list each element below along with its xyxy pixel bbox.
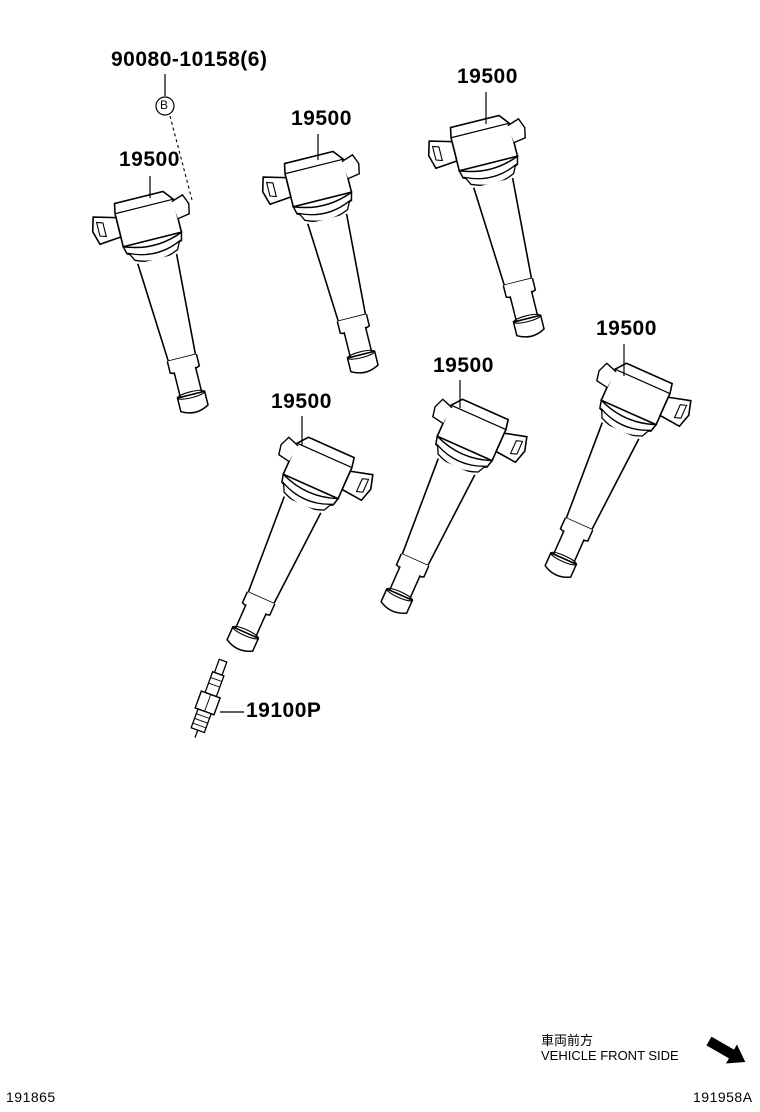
leader-lines bbox=[149, 74, 625, 713]
coil-part-number-6: 19500 bbox=[596, 317, 657, 340]
direction-label-japanese: 車両前方 bbox=[541, 1033, 594, 1048]
spark-plug bbox=[190, 658, 228, 738]
ignition-coil-1 bbox=[86, 185, 239, 427]
figure-code-right: 191958A bbox=[693, 1089, 753, 1105]
spark-plug-part-number: 19100P bbox=[246, 699, 322, 722]
ignition-coil-6 bbox=[515, 353, 699, 599]
coil-part-number-2: 19500 bbox=[291, 107, 352, 130]
coil-part-number-5: 19500 bbox=[433, 354, 494, 377]
bolt-part-number: 90080-10158(6) bbox=[111, 48, 268, 71]
coil-part-number-1: 19500 bbox=[119, 148, 180, 171]
arrow-down-right-icon bbox=[706, 1036, 746, 1064]
coil-part-number-4: 19500 bbox=[271, 390, 332, 413]
ignition-coil-2 bbox=[256, 145, 409, 387]
direction-label-english: VEHICLE FRONT SIDE bbox=[541, 1048, 679, 1063]
ignition-coil-5 bbox=[351, 389, 535, 635]
figure-code-left: 191865 bbox=[6, 1089, 56, 1105]
bolt-reference-marker bbox=[155, 96, 193, 201]
ignition-coil-3 bbox=[422, 109, 575, 351]
coil-part-number-3: 19500 bbox=[457, 65, 518, 88]
ignition-coil-4 bbox=[197, 427, 381, 673]
reference-letter: B bbox=[160, 98, 169, 112]
